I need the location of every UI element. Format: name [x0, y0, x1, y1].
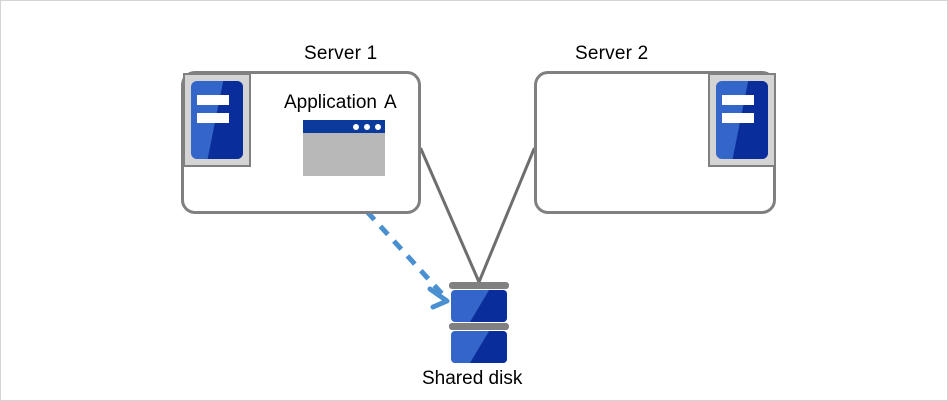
server-icon-bar-bottom	[722, 112, 755, 124]
connector-server2-to-disk	[477, 147, 536, 284]
disk-platter	[451, 290, 507, 322]
arrowhead-icon	[427, 286, 450, 310]
shared-disk-label: Shared disk	[422, 368, 523, 389]
app-window-dot-icon	[364, 123, 370, 130]
disk-icon[interactable]	[449, 282, 509, 363]
server-icon-body	[716, 81, 768, 159]
disk-bar-middle	[449, 323, 509, 330]
application-label-suffix: A	[383, 92, 397, 113]
disk-platter	[451, 331, 507, 363]
application-label: Application A	[284, 92, 397, 114]
app-window-dot-icon	[353, 123, 359, 130]
app-window-titlebar	[303, 120, 385, 133]
disk-bar-top	[449, 282, 509, 289]
server-icon	[708, 73, 776, 167]
application-label-text: Application	[284, 92, 377, 113]
server1-title: Server 1	[304, 43, 378, 64]
server2-title: Server 2	[575, 43, 649, 64]
server-icon-bar-bottom	[197, 112, 230, 124]
server-icon	[183, 73, 251, 167]
server-icon-body	[191, 81, 243, 159]
server-icon-bar-top	[722, 95, 755, 106]
connector-server1-to-disk	[419, 147, 481, 284]
server-icon-bar-top	[197, 95, 230, 106]
app-window-dot-icon	[375, 123, 381, 130]
app-window-icon[interactable]	[303, 120, 385, 176]
